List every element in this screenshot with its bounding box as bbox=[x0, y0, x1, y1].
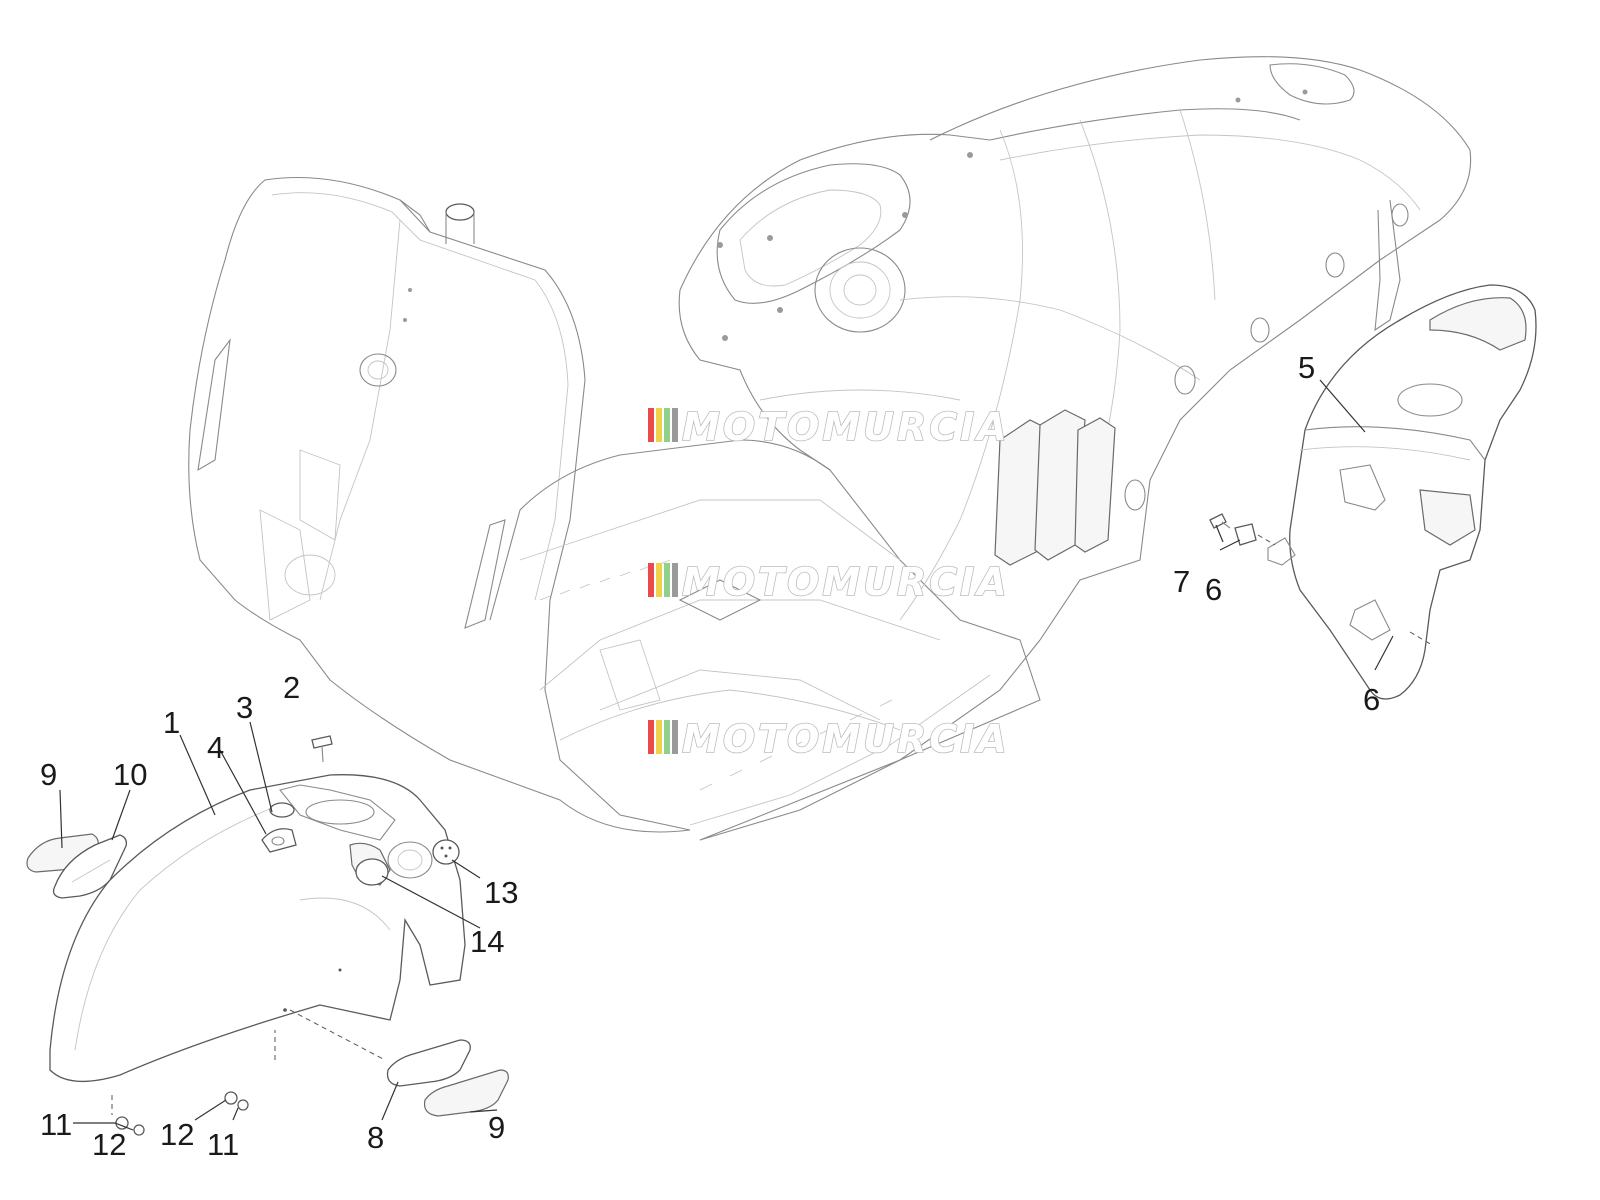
callout-7: 7 bbox=[1173, 564, 1190, 599]
callout-9a: 9 bbox=[40, 757, 57, 792]
callout-3: 3 bbox=[236, 690, 253, 725]
watermark-logos: MOTOMURCIA MOTOMURCIA MOTOMURCIA bbox=[648, 404, 1010, 762]
watermark-stripe bbox=[664, 563, 670, 597]
watermark-stripe bbox=[648, 563, 654, 597]
callout-9b: 9 bbox=[488, 1110, 505, 1145]
callout-1: 1 bbox=[163, 705, 180, 740]
watermark-text: MOTOMURCIA bbox=[682, 405, 1010, 449]
callout-4: 4 bbox=[207, 730, 224, 765]
watermark-stripe bbox=[648, 408, 654, 442]
callout-11a: 11 bbox=[40, 1107, 72, 1142]
watermark-stripe bbox=[656, 720, 662, 754]
callout-12a: 12 bbox=[92, 1127, 126, 1162]
callout-2: 2 bbox=[283, 670, 300, 705]
callout-11b: 11 bbox=[207, 1127, 239, 1162]
hardware-parts bbox=[26, 513, 1407, 1136]
side-vents bbox=[994, 409, 1116, 566]
callout-8: 8 bbox=[367, 1120, 384, 1155]
front-fender-part-1 bbox=[49, 774, 466, 1083]
watermark-stripe bbox=[656, 408, 662, 442]
watermark-text: MOTOMURCIA bbox=[682, 717, 1010, 761]
watermark-logo: MOTOMURCIA bbox=[648, 559, 1010, 605]
watermark-stripe bbox=[664, 408, 670, 442]
callout-14: 14 bbox=[470, 924, 504, 959]
callout-13: 13 bbox=[484, 875, 518, 910]
watermark-stripe bbox=[672, 563, 678, 597]
callout-6a: 6 bbox=[1205, 572, 1222, 607]
watermark-stripe bbox=[648, 720, 654, 754]
callout-12b: 12 bbox=[160, 1117, 194, 1152]
watermark-stripe bbox=[672, 408, 678, 442]
watermark-stripe bbox=[672, 720, 678, 754]
watermark-logo: MOTOMURCIA bbox=[648, 716, 1010, 762]
leader-lines bbox=[59, 379, 1433, 1131]
watermark-text: MOTOMURCIA bbox=[682, 560, 1010, 604]
watermark-stripe bbox=[656, 563, 662, 597]
callout-5: 5 bbox=[1298, 350, 1315, 385]
rear-mudguard-part-5 bbox=[1267, 284, 1537, 700]
watermark-stripe bbox=[664, 720, 670, 754]
watermark-logo: MOTOMURCIA bbox=[648, 404, 1010, 450]
scooter-body-frame bbox=[188, 56, 1472, 841]
callout-labels: 1 2 3 4 5 6 6 7 8 9 9 10 11 11 12 12 13 … bbox=[40, 350, 1380, 1162]
callout-6b: 6 bbox=[1363, 682, 1380, 717]
callout-10: 10 bbox=[113, 757, 147, 792]
